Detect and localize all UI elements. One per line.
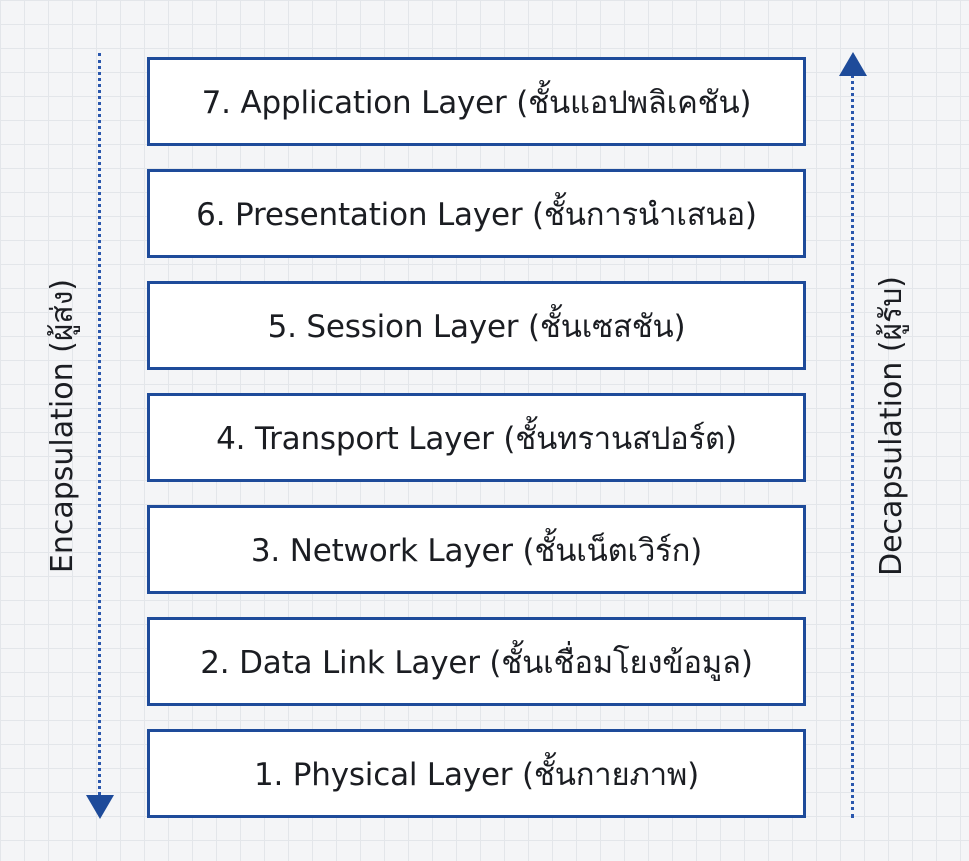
encapsulation-label: Encapsulation (ผู้ส่ง) [45, 278, 80, 574]
layer-session: 5. Session Layer (ชั้นเซสชัน) [147, 281, 806, 370]
layer-label: 2. Data Link Layer (ชั้นเชื่อมโยงข้อมูล) [200, 644, 753, 681]
layer-label: 1. Physical Layer (ชั้นกายภาพ) [253, 756, 700, 793]
layer-application: 7. Application Layer (ชั้นแอปพลิเคชัน) [147, 57, 806, 146]
layer-network: 3. Network Layer (ชั้นเน็ตเวิร์ก) [147, 505, 806, 594]
decapsulation-label: Decapsulation (ผู้รับ) [874, 276, 909, 576]
arrow-up-icon [839, 52, 867, 76]
layer-label: 5. Session Layer (ชั้นเซสชัน) [267, 308, 686, 345]
layer-label: 4. Transport Layer (ชั้นทรานสปอร์ต) [216, 420, 737, 457]
layer-presentation: 6. Presentation Layer (ชั้นการนำเสนอ) [147, 169, 806, 258]
layer-label: 6. Presentation Layer (ชั้นการนำเสนอ) [196, 196, 757, 233]
arrow-down-icon [86, 795, 114, 819]
decapsulation-arrow-line [851, 74, 854, 818]
layer-transport: 4. Transport Layer (ชั้นทรานสปอร์ต) [147, 393, 806, 482]
encapsulation-arrow-line [98, 53, 101, 801]
layer-data-link: 2. Data Link Layer (ชั้นเชื่อมโยงข้อมูล) [147, 617, 806, 706]
layer-stack: 7. Application Layer (ชั้นแอปพลิเคชัน) 6… [147, 57, 806, 818]
layer-physical: 1. Physical Layer (ชั้นกายภาพ) [147, 729, 806, 818]
layer-label: 3. Network Layer (ชั้นเน็ตเวิร์ก) [250, 532, 703, 569]
layer-label: 7. Application Layer (ชั้นแอปพลิเคชัน) [201, 84, 752, 121]
